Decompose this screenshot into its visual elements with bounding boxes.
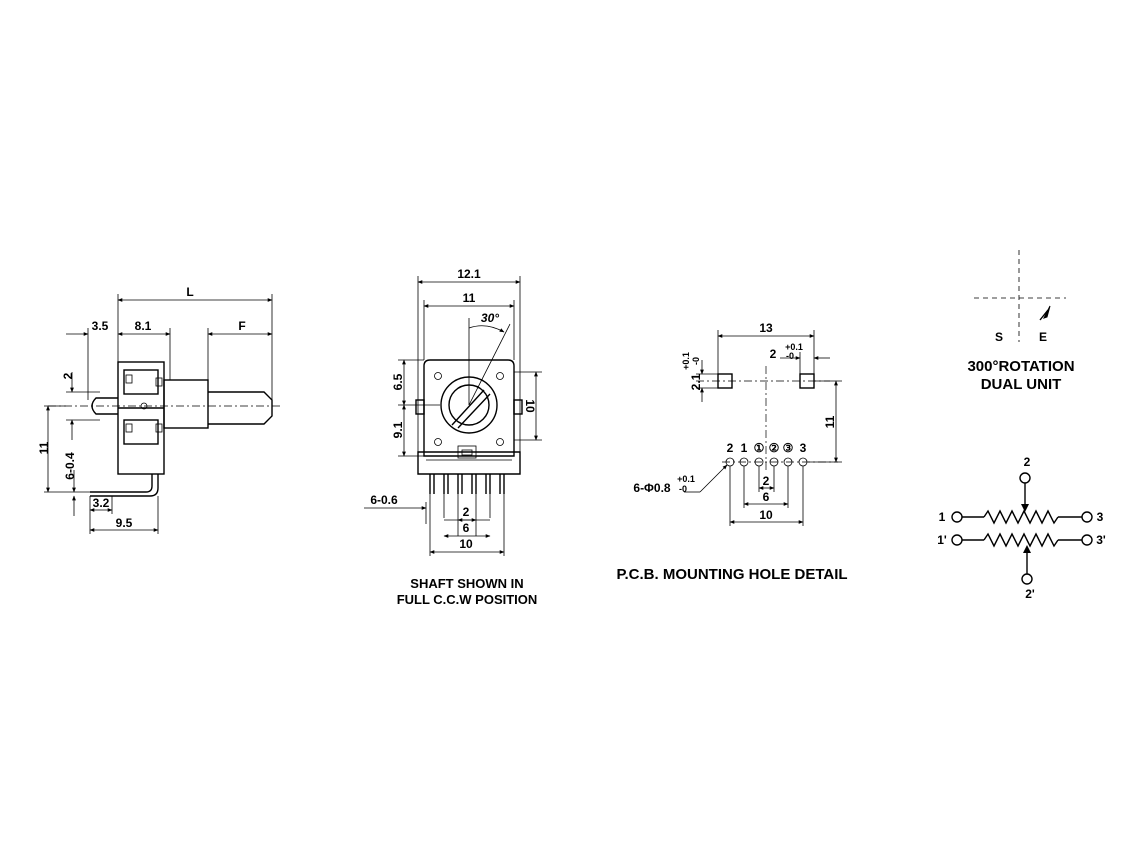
pcb-hole-spec: 6-Φ0.8 <box>633 481 671 495</box>
dim-12-1: 12.1 <box>457 267 481 281</box>
front-view: 30° 12.1 11 <box>364 267 542 607</box>
rotation-label-e: E <box>1039 330 1047 344</box>
dim-6-0-4: 6-0.4 <box>63 452 77 480</box>
dim-8-1: 8.1 <box>135 319 152 333</box>
pcb-pin-label-2: 2 <box>727 441 734 455</box>
pcb-dim-6: 6 <box>763 490 770 504</box>
caption-line-1: SHAFT SHOWN IN <box>410 576 523 591</box>
dim-11-front: 11 <box>463 291 476 305</box>
side-view: L 3.5 8.1 F 2 11 6-0.4 3.2 9.5 <box>37 285 282 534</box>
pcb-pin-label-1: 1 <box>741 441 748 455</box>
dim-11: 11 <box>37 441 51 454</box>
dim-2-front: 2 <box>463 505 470 519</box>
dim-3-5: 3.5 <box>92 319 109 333</box>
dim-6-5: 6.5 <box>391 373 405 390</box>
dim-10-bottom: 10 <box>459 537 473 551</box>
pcb-hole-tol-plus: +0.1 <box>677 474 695 484</box>
schematic-terminal-1: 1 <box>939 510 946 524</box>
pcb-dim-2-b: 2 <box>763 474 770 488</box>
schematic-diagram: 1 2 3 1' 2' 3' <box>937 455 1106 601</box>
pcb-dim-13: 13 <box>759 321 773 335</box>
pcb-tol-minus-v: -0 <box>691 357 701 365</box>
dim-9-5: 9.5 <box>116 516 133 530</box>
dim-6-0-6: 6-0.6 <box>370 493 398 507</box>
pcb-tol-plus: +0.1 <box>785 342 803 352</box>
schematic-terminal-2p: 2' <box>1025 587 1035 601</box>
pcb-tol-plus-v: +0.1 <box>681 352 691 370</box>
schematic-terminal-3p: 3' <box>1096 533 1106 547</box>
rotation-title-line-1: 300°ROTATION <box>967 358 1074 375</box>
pcb-tol-minus: -0 <box>786 351 794 361</box>
pcb-dim-2-1: 2.1 <box>689 373 703 390</box>
schematic-terminal-2: 2 <box>1024 455 1031 469</box>
pcb-pin-label-c2: ② <box>769 441 780 455</box>
schematic-terminal-3: 3 <box>1097 510 1104 524</box>
rotation-title-line-2: DUAL UNIT <box>981 376 1062 393</box>
dim-10-right: 10 <box>523 399 537 413</box>
dim-L: L <box>186 285 193 299</box>
dim-6-front: 6 <box>463 521 470 535</box>
dim-30: 30° <box>481 311 499 325</box>
dim-9-1: 9.1 <box>391 421 405 438</box>
pcb-dim-11: 11 <box>823 415 837 428</box>
dim-F: F <box>238 319 245 333</box>
pcb-dim-2: 2 <box>770 347 777 361</box>
rotation-diagram: S E 300°ROTATION DUAL UNIT <box>967 250 1075 393</box>
pcb-pin-label-c3: ③ <box>783 441 794 455</box>
caption-line-2: FULL C.C.W POSITION <box>397 592 538 607</box>
dim-2: 2 <box>61 372 75 379</box>
pcb-detail: 2 1 ① ② ③ 3 13 2 +0.1 -0 2.1 +0.1 -0 <box>616 321 847 583</box>
schematic-terminal-1p: 1' <box>937 533 947 547</box>
pcb-dim-10: 10 <box>759 508 773 522</box>
rotation-label-s: S <box>995 330 1003 344</box>
pcb-pin-label-c1: ① <box>754 441 765 455</box>
pcb-title: P.C.B. MOUNTING HOLE DETAIL <box>616 566 847 583</box>
pcb-pin-label-3: 3 <box>800 441 807 455</box>
pcb-hole-tol-minus: -0 <box>679 484 687 494</box>
dim-3-2: 3.2 <box>93 496 110 510</box>
